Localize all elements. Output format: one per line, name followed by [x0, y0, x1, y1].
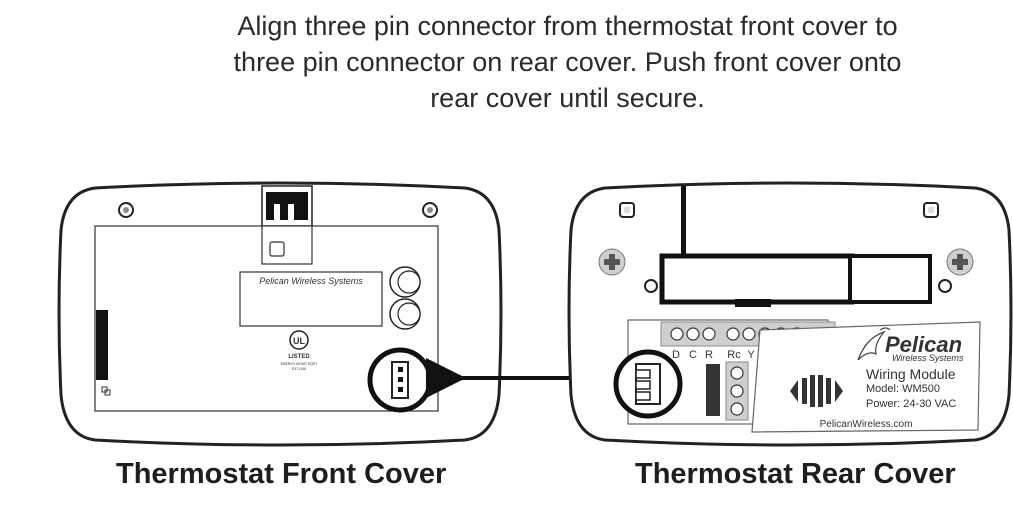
- module-brand-sub: Wireless Systems: [892, 353, 964, 363]
- wiring-module-label: Pelican Wireless Systems Wiring Module M…: [751, 321, 981, 433]
- top-connector: [261, 185, 313, 265]
- svg-text:E471268: E471268: [292, 367, 306, 371]
- screw-icon-right: [946, 248, 974, 276]
- svg-text:ENERGY MGMT EQPT: ENERGY MGMT EQPT: [281, 362, 319, 366]
- module-model: Model: WM500: [866, 383, 940, 395]
- module-grip-icon: [790, 375, 843, 407]
- terminal-label-d: D: [672, 349, 680, 361]
- rear-bracket: [659, 253, 855, 305]
- terminal-label-y: Y: [747, 349, 755, 361]
- ul-listed-mark: UL LISTED ENERGY MGMT EQPT E471268: [281, 330, 319, 371]
- terminal-label-rc: Rc: [727, 349, 741, 361]
- module-title: Wiring Module: [866, 366, 956, 382]
- instruction-text: Align three pin connector from thermosta…: [150, 8, 985, 116]
- module-brand: Pelican: [885, 332, 962, 357]
- front-cover-caption: Thermostat Front Cover: [116, 458, 447, 490]
- front-cover: Pelican Wireless Systems UL LISTED ENERG…: [57, 181, 503, 447]
- module-website: PelicanWireless.com: [820, 419, 913, 430]
- instruction-line-1: Align three pin connector from thermosta…: [237, 11, 898, 41]
- module-power: Power: 24-30 VAC: [866, 398, 956, 410]
- terminal-label-c: C: [689, 349, 697, 361]
- front-brand-label: Pelican Wireless Systems: [259, 276, 363, 286]
- rear-cover: D C R Rc Y W G W2 Y2 R C D: [567, 181, 1013, 447]
- svg-text:LISTED: LISTED: [288, 354, 310, 360]
- rear-cable: [681, 186, 686, 256]
- three-pin-connector-icon: [391, 361, 409, 399]
- instruction-line-3: rear cover until secure.: [430, 83, 705, 113]
- front-brand-label-box: [239, 271, 383, 327]
- rear-cover-caption: Thermostat Rear Cover: [635, 458, 956, 490]
- svg-text:UL: UL: [293, 336, 305, 346]
- instruction-line-2: three pin connector on rear cover. Push …: [233, 47, 902, 77]
- screw-icon: [598, 248, 626, 276]
- front-ribbon-strip: [96, 310, 108, 380]
- bird-logo-icon: [857, 327, 891, 361]
- rear-three-pin-connector-icon: [635, 363, 661, 405]
- terminal-label-r: R: [705, 349, 713, 361]
